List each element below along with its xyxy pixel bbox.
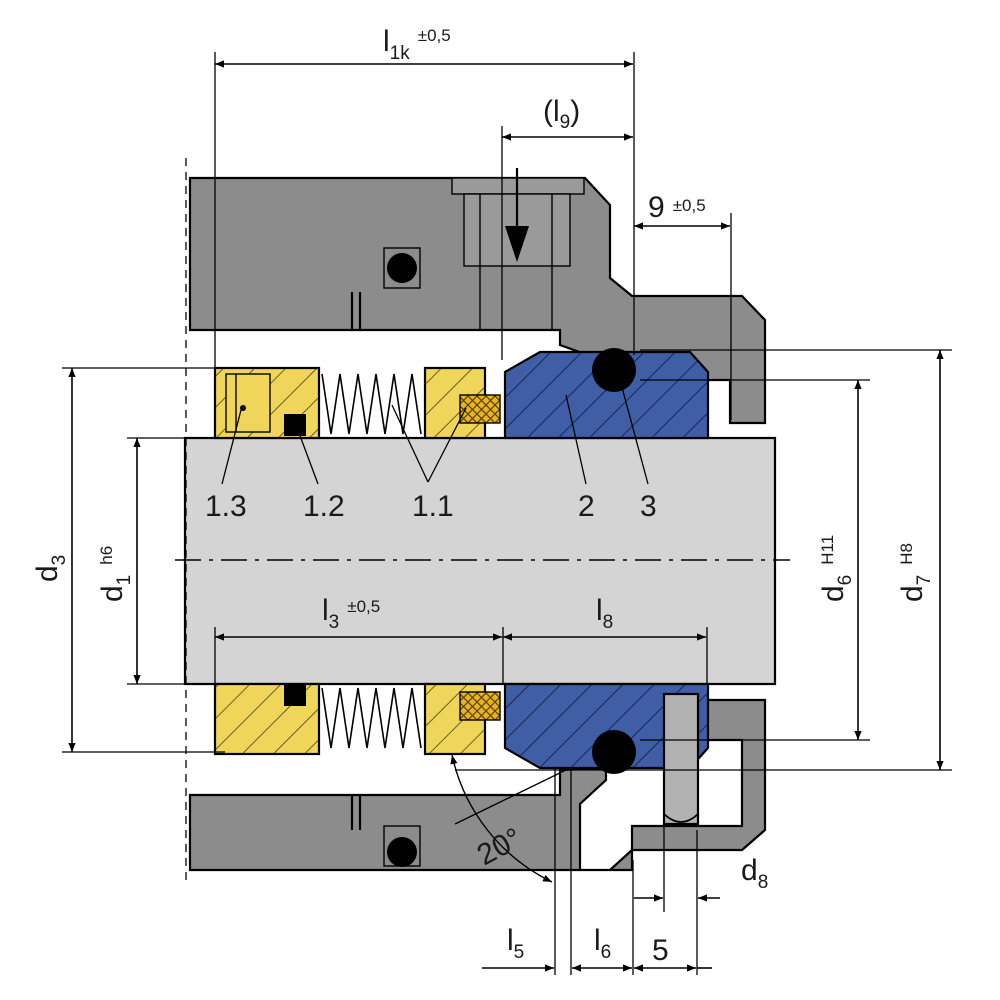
label-part-3: 3 [640, 490, 657, 523]
label-part-2: 2 [578, 490, 595, 523]
label-d3: d3 [31, 555, 70, 582]
label-l1k: l1k±0,5 [383, 25, 451, 64]
angle-20-leg [454, 769, 567, 825]
leader-1-1b [427, 407, 467, 483]
label-l3: l3±0,5 [322, 594, 380, 633]
label-l5: l5 [507, 924, 524, 963]
label-d1: d1h6 [96, 546, 135, 602]
seal-head-upper [213, 366, 501, 440]
shaft [183, 436, 777, 686]
seat-upper [503, 350, 710, 440]
anti-rotation-pin [662, 692, 700, 826]
seal-head-lower [213, 682, 501, 756]
label-d6: d6H11 [817, 535, 856, 602]
label-l8: l8 [596, 594, 613, 633]
leader-3 [619, 379, 649, 485]
label-l9: (l9) [543, 95, 580, 133]
label-l6: l6 [594, 924, 611, 963]
leader-1-1a [391, 404, 429, 483]
label-part-1-1: 1.1 [412, 490, 454, 523]
label-part-1-2: 1.2 [303, 490, 345, 523]
drive-pin-lower [284, 684, 306, 706]
o-ring-housing-lower [387, 837, 417, 867]
o-ring-3-upper [592, 348, 636, 392]
o-ring-3-lower [592, 730, 636, 774]
label-d7: d7H8 [896, 543, 935, 602]
label-part-1-3: 1.3 [205, 490, 247, 523]
leader-1-2 [295, 424, 319, 485]
leader-1-3 [221, 409, 242, 485]
label-nine: 9±0,5 [648, 191, 706, 224]
set-screw-dot [240, 405, 246, 411]
ptfe-ring-lower [459, 691, 501, 721]
label-five: 5 [652, 934, 669, 967]
drive-pin-1-2 [284, 414, 306, 436]
spring-upper [321, 373, 422, 435]
spring-lower [321, 687, 422, 749]
angle-20-arc [450, 754, 553, 883]
set-screw-1-3 [225, 373, 271, 433]
leader-2 [565, 394, 587, 485]
o-ring-housing-upper [387, 253, 417, 283]
label-d8: d8 [741, 854, 768, 893]
ptfe-ring-upper [459, 394, 501, 424]
flow-arrow-icon [505, 226, 529, 262]
anti-rotation-pin-tip [663, 813, 699, 823]
